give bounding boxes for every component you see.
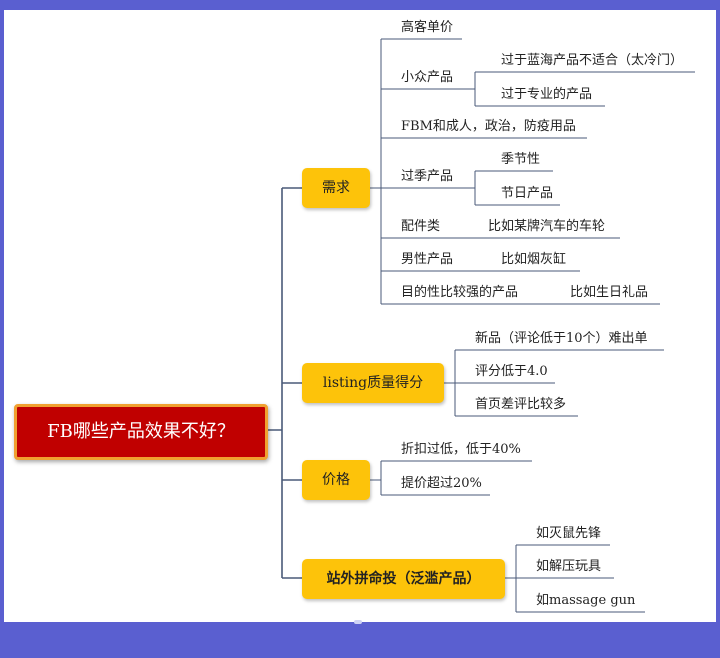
branch-listing: listing质量得分: [302, 363, 444, 403]
demand-item-off-season: 过季产品: [401, 169, 454, 184]
demand-item-niche: 小众产品: [401, 70, 454, 85]
price-item-markup: 提价超过20%: [401, 476, 482, 491]
branch-demand: 需求: [302, 168, 370, 208]
listing-item-bad-reviews: 首页差评比较多: [475, 397, 567, 412]
demand-item-male: 男性产品: [401, 252, 454, 267]
mindmap-canvas: [4, 10, 716, 622]
accessories-child-wheel: 比如某牌汽车的车轮: [488, 219, 606, 234]
male-child-ashtray: 比如烟灰缸: [501, 252, 567, 267]
demand-item-purpose: 目的性比较强的产品: [401, 285, 519, 300]
offsite-item-massage: 如massage gun: [536, 593, 636, 608]
root-node: FB哪些产品效果不好？: [14, 404, 268, 460]
demand-item-high-price: 高客单价: [401, 20, 454, 35]
branch-price: 价格: [302, 460, 370, 500]
niche-child-too-professional: 过于专业的产品: [501, 87, 593, 102]
niche-child-too-cold: 过于蓝海产品不适合（太冷门）: [501, 53, 684, 68]
listing-item-new: 新品（评论低于10个）难出单: [475, 331, 648, 346]
offsite-item-toy: 如解压玩具: [536, 559, 602, 574]
branch-offsite: 站外拼命投（泛滥产品）: [302, 559, 505, 599]
offsite-item-rat: 如灭鼠先锋: [536, 526, 602, 541]
bottom-frame-band: [0, 622, 720, 658]
purpose-child-birthday: 比如生日礼品: [570, 285, 649, 300]
off-season-child-holiday: 节日产品: [501, 186, 554, 201]
page-indicator: [354, 620, 362, 624]
top-frame-band: [0, 0, 720, 10]
off-season-child-seasonal: 季节性: [501, 152, 541, 167]
demand-item-fbm-adult: FBM和成人，政治，防疫用品: [401, 119, 576, 134]
demand-item-accessories: 配件类: [401, 219, 441, 234]
listing-item-rating: 评分低于4.0: [475, 364, 548, 379]
price-item-discount: 折扣过低，低于40%: [401, 442, 521, 457]
